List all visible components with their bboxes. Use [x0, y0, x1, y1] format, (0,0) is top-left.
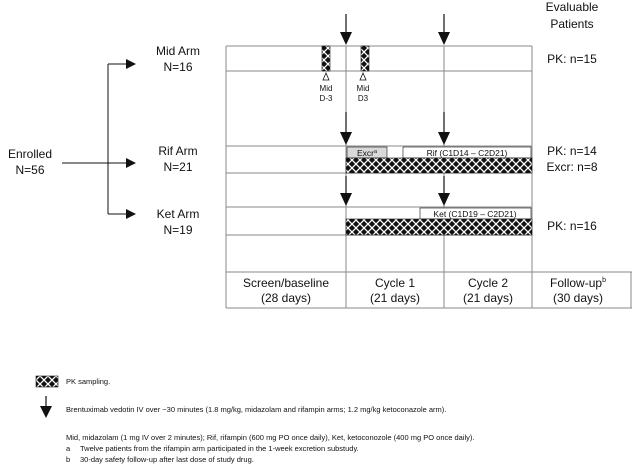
phase-cycle2-label: Cycle 2 [468, 276, 508, 290]
rif-arm-count: N=21 [163, 160, 192, 174]
phase-cycle2-duration: (21 days) [463, 291, 513, 305]
mid-dose-label-d3-line2: D3 [358, 94, 369, 103]
evaluable-header-line2: Patients [550, 17, 593, 31]
ket-arm-name: Ket Arm [157, 207, 200, 221]
evaluable-header-line1: Evaluable [546, 0, 599, 14]
ket-arm-pk-evaluable: PK: n=16 [547, 219, 597, 233]
enrolled-label: Enrolled [8, 147, 52, 161]
pk-sampling-legend-icon [35, 375, 59, 388]
dosing-arrows [345, 14, 445, 193]
enrollment-branch-connector [62, 59, 136, 219]
mid-pk-sampling-block-d-3 [321, 45, 331, 72]
footnote-a-key: a [66, 444, 71, 453]
legend-abbreviations: Mid, midazolam (1 mg IV over 2 minutes);… [66, 433, 475, 442]
timeline-grid [225, 45, 632, 309]
rif-arm-pk-evaluable: PK: n=14 [547, 144, 597, 158]
excretion-bar-label: Excra [357, 148, 378, 158]
rif-arm-excr-evaluable: Excr: n=8 [546, 160, 597, 174]
mid-dose-label-d-3-line1: Mid [320, 84, 333, 93]
legend-dosing: Brentuximab vedotin IV over ~30 minutes … [66, 405, 447, 414]
midazolam-triangle-icon-d-3 [322, 71, 330, 81]
mid-dose-label-d-3-line2: D-3 [320, 94, 333, 103]
mid-dose-label-d3-line1: Mid [357, 84, 370, 93]
rif-pk-sampling-bar [345, 157, 533, 174]
phase-screen-duration: (28 days) [261, 291, 311, 305]
rif-arm-name: Rif Arm [158, 144, 197, 158]
legend-pk-sampling: PK sampling. [66, 377, 111, 386]
enrolled-count: N=56 [15, 163, 44, 177]
midazolam-triangle-icon-d3 [359, 71, 367, 81]
mid-arm-count: N=16 [163, 60, 192, 74]
footnote-b: 30-day safety follow-up after last dose … [80, 455, 254, 464]
phase-cycle1-label: Cycle 1 [375, 276, 415, 290]
phase-screen-label: Screen/baseline [243, 276, 329, 290]
phase-followup-label: Follow-upb [550, 276, 606, 290]
phase-followup-duration: (30 days) [553, 291, 603, 305]
footnote-b-key: b [66, 455, 71, 464]
footnote-a: Twelve patients from the rifampin arm pa… [80, 444, 359, 453]
ketoconazole-bar-label: Ket (C1D19 – C2D21) [433, 209, 516, 219]
ket-arm-count: N=19 [163, 223, 192, 237]
mid-arm-pk-evaluable: PK: n=15 [547, 52, 597, 66]
phase-cycle1-duration: (21 days) [370, 291, 420, 305]
ket-pk-sampling-bar [345, 218, 533, 236]
mid-pk-sampling-block-d3 [360, 45, 370, 72]
mid-arm-name: Mid Arm [156, 44, 200, 58]
rifampin-bar-label: Rif (C1D14 – C2D21) [427, 148, 508, 158]
